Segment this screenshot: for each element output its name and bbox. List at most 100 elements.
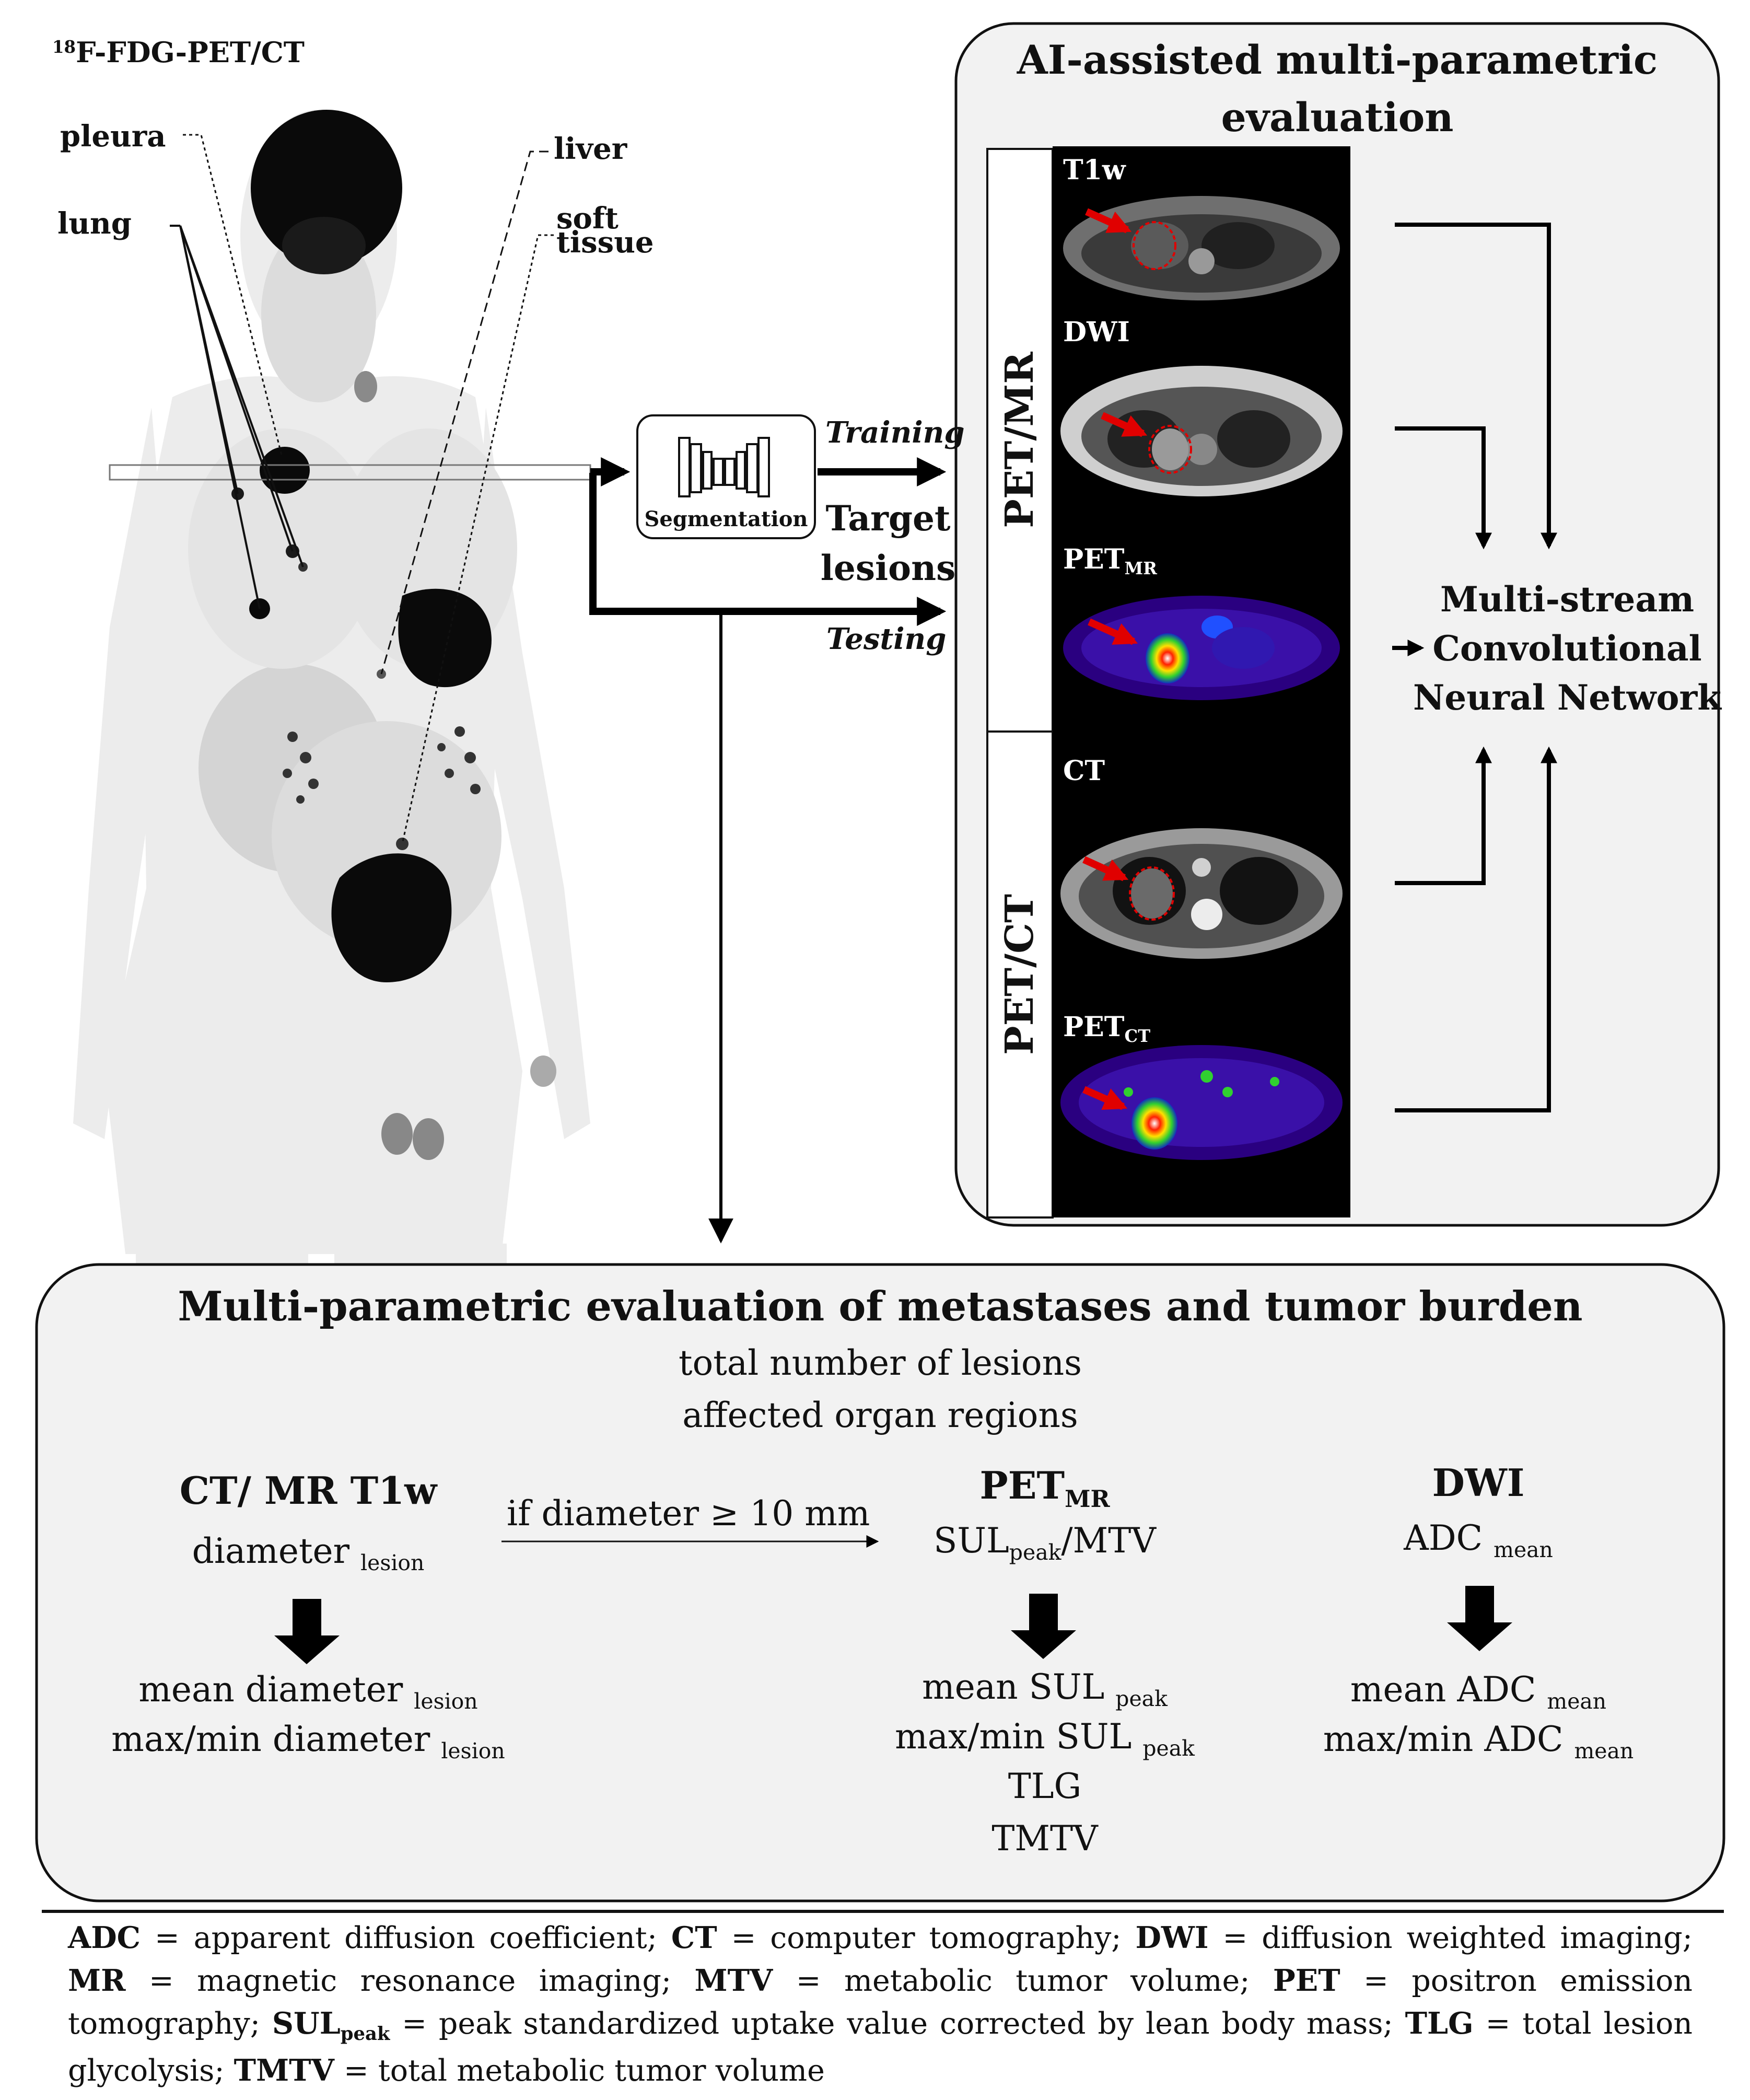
petct-title-sup: 18 [52,37,76,57]
legend-sul-term: SULpeak [272,2006,390,2045]
col2-maxmin-main: max/min SUL [895,1716,1132,1757]
col2-mean-sub: peak [1115,1686,1168,1712]
cnn-line1: Multi-stream [1440,579,1695,620]
col1-mean-sub: lesion [414,1689,478,1714]
col1-head: CT/ MR T1w [179,1468,437,1513]
cnn-line2: Convolutional [1432,628,1702,669]
panel-label-dwi: DWI [1063,316,1130,348]
pet-mr-image [1063,596,1340,700]
panel-petmr-sub: MR [1124,559,1157,579]
legend-mr-def: = magnetic resonance imaging; [148,1964,672,1998]
legend-tlg-def: = total lesion glycolysis; [68,2006,1693,2088]
col3-head: DWI [1432,1460,1525,1505]
col3-adc: ADC mean [1269,1518,1687,1562]
panel-label-ct: CT [1063,755,1105,787]
flow-arrows [589,457,947,1244]
testing-label: Testing [826,622,947,656]
legend-mr-term: MR [68,1963,126,1998]
col1-mean-main: mean diameter [138,1669,403,1710]
group-label-petmr: PET/MR [997,352,1042,528]
ai-title-line1: AI-assisted multi-parametric [1017,37,1658,83]
label-pleura: pleura [60,119,166,154]
legend-ct-term: CT [671,1920,717,1955]
col1-maxmin: max/min diameter lesion [73,1719,543,1763]
legend-tmtv-def: = total metabolic tumor volume [343,2053,825,2088]
dwi-image [1060,366,1343,496]
target-lesions-label: Target lesions [820,494,956,593]
label-tissue: tissue [556,225,654,260]
col2-head: PETMR [836,1463,1254,1513]
col3-maxmin: max/min ADC mean [1269,1719,1687,1763]
col2-head-sub: MR [1065,1484,1110,1513]
cnn-line3: Neural Network [1413,677,1722,718]
col2-tlg: TLG [1008,1766,1082,1806]
col3-mean: mean ADC mean [1269,1669,1687,1714]
panel-label-t1w: T1w [1063,154,1126,186]
label-liver: liver [554,132,627,166]
legend-sul-main: SUL [272,2006,341,2041]
block-down-arrows [274,1586,1512,1664]
target-label: Target [825,498,951,539]
legend-mtv-def: = metabolic tumor volume; [796,1964,1250,1998]
col3-maxmin-main: max/min ADC [1323,1719,1564,1759]
legend-adc-def: = apparent diffusion coefficient; [154,1921,657,1955]
t1w-image [1063,196,1340,300]
legend-dwi-def: = diffusion weighted imaging; [1222,1921,1693,1955]
cnn-connectors [1392,223,1557,1112]
bottom-evaluation-box [35,1263,1725,1902]
petct-title: 18F-FDG-PET/CT [52,36,305,69]
panel-petct-sub: CT [1124,1026,1151,1047]
col1-maxmin-sub: lesion [441,1738,505,1764]
lesions-label: lesions [820,548,956,588]
col1-diameter: diameter lesion [73,1531,543,1575]
col3-adc-main: ADC [1404,1518,1483,1558]
annotation-leaders [170,134,554,844]
col2-maxmin: max/min SUL peak [836,1716,1254,1761]
bottom-title: Multi-parametric evaluation of metastase… [178,1283,1583,1330]
col1-maxmin-main: max/min diameter [111,1719,430,1759]
legend-adc-term: ADC [68,1920,141,1955]
legend-sul-def: = peak standardized uptake value correct… [402,2006,1393,2041]
ai-box-title: AI-assisted multi-parametric evaluation [956,31,1719,146]
cnn-label: Multi-stream Convolutional Neural Networ… [1410,575,1724,722]
ai-title-line2: evaluation [1221,94,1454,141]
col1-diameter-main: diameter [192,1531,350,1571]
col3-maxmin-sub: mean [1574,1738,1634,1764]
segmentation-label: Segmentation [644,507,808,531]
col1-mean: mean diameter lesion [73,1669,543,1714]
col3-mean-sub: mean [1547,1689,1607,1714]
legend-mtv-term: MTV [694,1963,773,1998]
legend-ct-def: = computer tomography; [731,1921,1122,1955]
panel-petct-main: PET [1063,1011,1125,1043]
legend-tlg-term: TLG [1405,2006,1474,2041]
segmentation-box [636,414,816,539]
label-soft: soft [556,201,619,236]
pet-ct-image [1060,1045,1343,1160]
legend-sul-sub: peak [340,2023,390,2045]
col2-mean: mean SUL peak [836,1667,1254,1711]
legend-pet-def: = positron emission tomography; [68,1964,1693,2041]
label-lung: lung [57,206,132,241]
petct-title-main: F-FDG-PET/CT [76,36,305,69]
col3-mean-main: mean ADC [1350,1669,1536,1710]
ct-image [1060,828,1343,959]
legend-dwi-term: DWI [1135,1920,1209,1955]
col2-mean-main: mean SUL [922,1667,1105,1707]
label-soft-tissue: soft tissue [556,201,654,260]
legend-pet-term: PET [1273,1963,1340,1998]
col2-maxmin-sub: peak [1142,1736,1195,1761]
abbreviation-legend: ADC = apparent diffusion coefficient; CT… [68,1917,1693,2092]
condition-label: if diameter ≥ 10 mm [507,1493,870,1534]
col2-sul-main: SUL [934,1521,1009,1561]
panel-petmr-main: PET [1063,543,1125,575]
col2-sul-tail: /MTV [1061,1521,1156,1561]
col2-sul-mtv: SULpeak/MTV [836,1521,1254,1565]
col2-sul-sub: peak [1009,1540,1061,1565]
training-label: Training [825,415,965,450]
unet-icon [678,437,770,497]
col1-diameter-sub: lesion [360,1550,425,1576]
modality-group-columns [986,148,1054,1219]
bottom-line2: affected organ regions [682,1395,1078,1435]
col2-tmtv: TMTV [991,1818,1098,1859]
